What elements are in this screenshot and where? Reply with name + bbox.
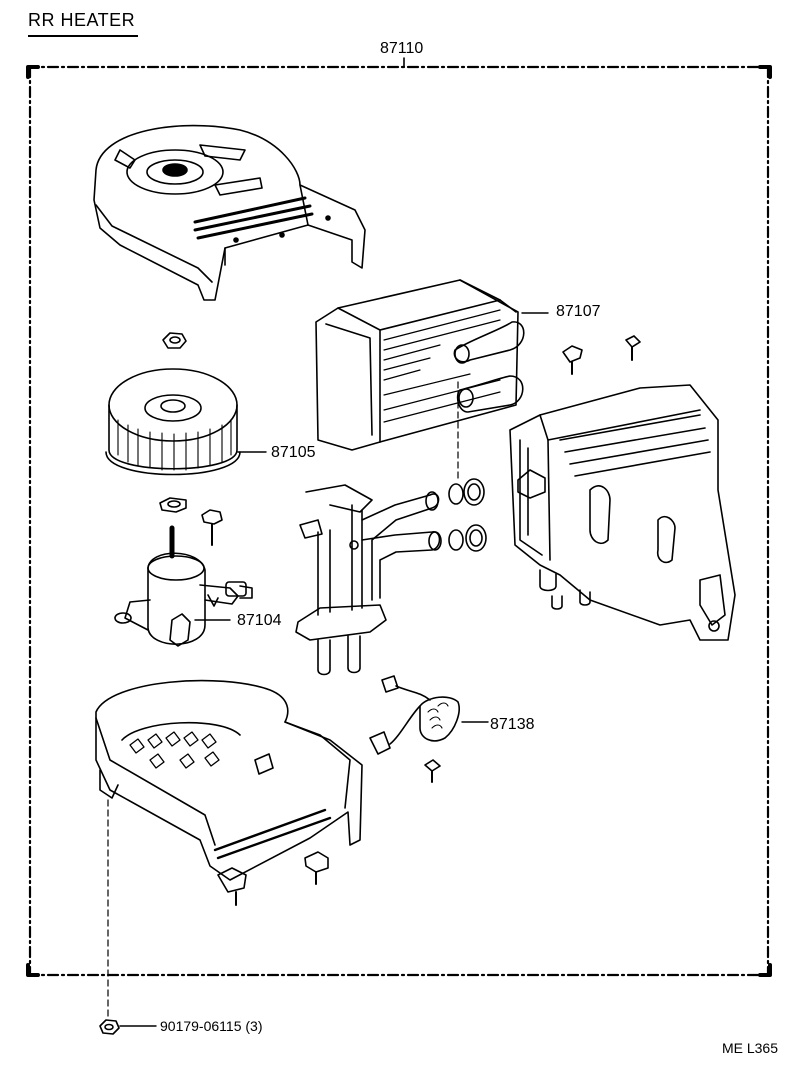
assembly-boundary xyxy=(26,57,772,977)
part-label-heater-core: 87107 xyxy=(556,303,601,320)
blower-resistor xyxy=(369,675,489,783)
lower-blower-case xyxy=(95,679,363,906)
upper-blower-case xyxy=(93,124,366,301)
water-pipe-assembly xyxy=(295,478,487,676)
part-label-nut: 90179-06115 (3) xyxy=(160,1018,263,1034)
assembly-number-label: 87110 xyxy=(380,40,424,57)
diagram-title: RR HEATER xyxy=(28,10,138,37)
fan-nut xyxy=(162,332,187,349)
part-label-resistor: 87138 xyxy=(490,716,535,733)
blower-fan xyxy=(105,368,267,476)
hex-nut-icon xyxy=(99,1019,157,1035)
part-label-blower-motor: 87104 xyxy=(237,612,282,629)
motor-washer xyxy=(159,497,187,513)
heater-unit-case xyxy=(509,384,736,641)
heater-core xyxy=(315,279,549,451)
screw-icon xyxy=(201,509,223,546)
part-label-blower-fan: 87105 xyxy=(271,444,316,461)
diagram-code: ME L365 xyxy=(721,1040,778,1056)
blower-motor xyxy=(114,525,253,647)
bracket-screw-icon xyxy=(562,335,641,375)
